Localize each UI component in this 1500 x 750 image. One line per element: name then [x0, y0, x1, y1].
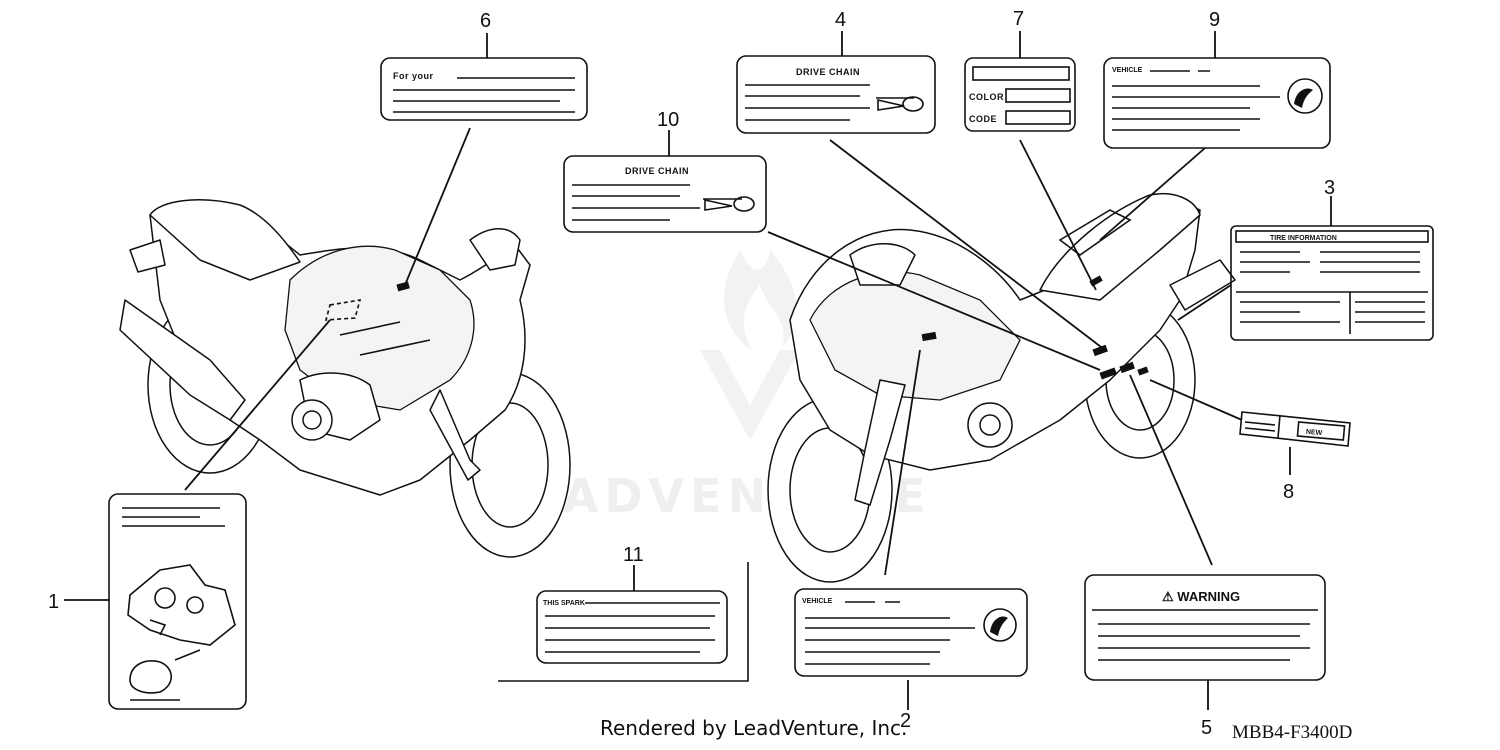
credit-text: Rendered by LeadVenture, Inc.	[600, 716, 908, 740]
callout-6: 6	[480, 10, 491, 32]
label-10-drive-chain-text: DRIVE CHAIN	[625, 166, 689, 176]
callout-9: 9	[1209, 9, 1220, 31]
label-6: For your	[380, 33, 588, 286]
label-11: THIS SPARK	[498, 562, 749, 682]
callout-3: 3	[1324, 177, 1335, 199]
label-2-vehicle-text: VEHICLE	[802, 598, 833, 605]
left-motorcycle	[119, 199, 571, 558]
label-8: NEW	[1149, 379, 1351, 475]
new-text: NEW	[1306, 429, 1323, 437]
callout-8: 8	[1283, 481, 1294, 503]
label-7: COLOR CODE	[964, 31, 1097, 291]
callout-5: 5	[1201, 717, 1212, 739]
callout-2: 2	[900, 710, 911, 732]
label-4-drive-chain-text: DRIVE CHAIN	[796, 67, 860, 77]
label-9: VEHICLE	[1099, 31, 1331, 241]
tire-information-text: TIRE INFORMATION	[1270, 235, 1337, 242]
diagram-code: MBB4-F3400D	[1232, 722, 1353, 743]
label-3: TIRE INFORMATION	[1177, 196, 1434, 341]
callout-7: 7	[1013, 8, 1024, 30]
warning-text: ⚠ WARNING	[1162, 589, 1240, 604]
label-4: DRIVE CHAIN	[736, 31, 1106, 351]
color-text: COLOR	[969, 92, 1004, 102]
callout-numbers: 1 2 3 4 5 6 7 8 9 10 11	[48, 8, 1335, 739]
label-2: VEHICLE	[794, 349, 1028, 710]
label-1	[64, 319, 331, 710]
this-spark-text: THIS SPARK	[543, 600, 585, 607]
code-text: CODE	[969, 114, 997, 124]
right-motorcycle	[767, 193, 1236, 583]
label-10: DRIVE CHAIN	[563, 130, 1101, 371]
callout-1: 1	[48, 591, 59, 613]
callout-4: 4	[835, 9, 846, 31]
label-9-vehicle-text: VEHICLE	[1112, 67, 1143, 74]
for-your-text: For your	[393, 71, 434, 81]
label-5: ⚠ WARNING	[1084, 374, 1326, 710]
callout-10: 10	[657, 109, 679, 131]
callout-11: 11	[623, 544, 644, 566]
